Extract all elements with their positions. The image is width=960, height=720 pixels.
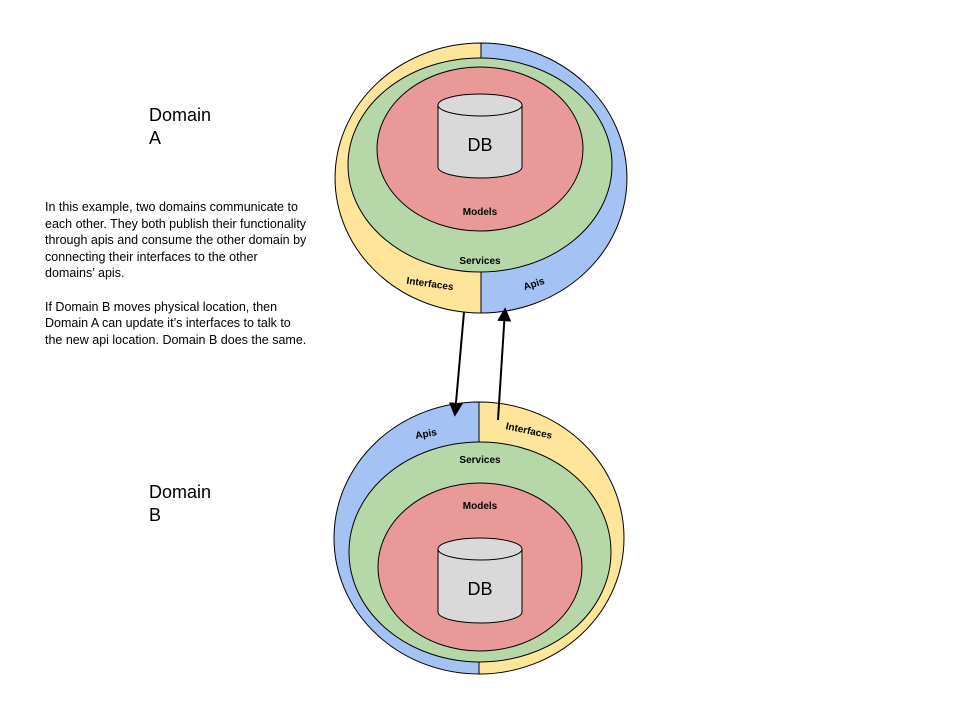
description-paragraph-1: In this example, two domains communicate… (45, 200, 307, 281)
description-text: In this example, two domains communicate… (45, 199, 310, 365)
domain-b-title-line2: B (149, 505, 162, 525)
domain-a-title-line1: Domain (149, 105, 212, 125)
domain-b-db-cylinder (437, 537, 523, 624)
domain-a-db-label: DB (467, 135, 492, 155)
domain-b-apis-label: Apis (414, 427, 438, 442)
arrow-a-interfaces-to-b-apis (449, 311, 465, 417)
arrow-b-interfaces-to-a-apis (497, 307, 512, 421)
domain-a-diagram: DB Models Services Interfaces Apis (334, 42, 628, 314)
domain-a-services-label: Services (459, 256, 501, 267)
domain-b-models-label: Models (463, 501, 498, 512)
domain-b-title-line1: Domain (149, 482, 212, 502)
domain-a-db-cylinder (437, 93, 523, 179)
domain-b-title: Domain B (149, 481, 211, 527)
domain-a-models-label: Models (463, 207, 498, 218)
domain-a-title: Domain A (149, 104, 211, 150)
domain-a-title-line2: A (149, 128, 162, 148)
domain-b-db-label: DB (467, 579, 492, 599)
domain-b-services-label: Services (459, 455, 501, 466)
domain-b-diagram: DB Models Services Apis Interfaces (333, 401, 625, 675)
description-paragraph-2: If Domain B moves physical location, the… (45, 299, 307, 347)
